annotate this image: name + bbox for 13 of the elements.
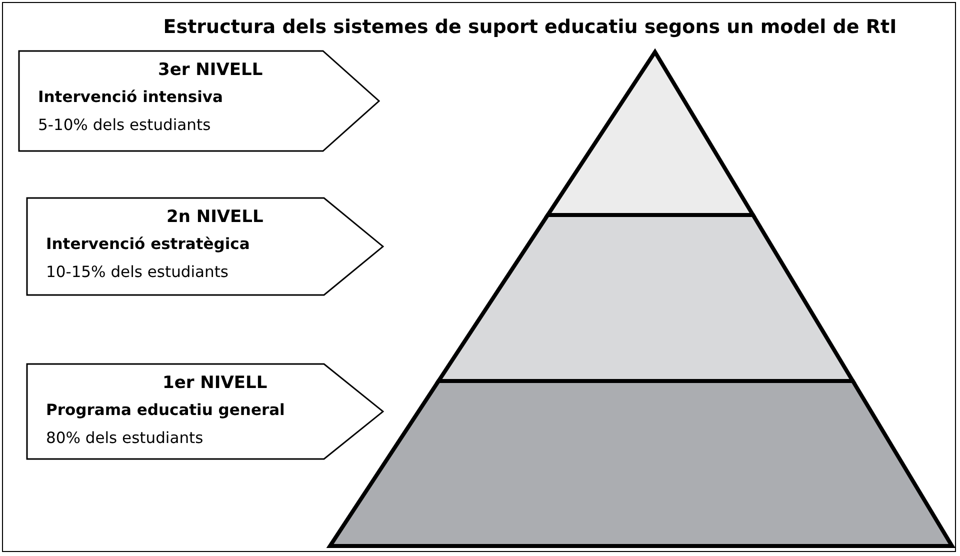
level-percentage: 5-10% dels estudiants (38, 116, 211, 134)
level-name: Programa educatiu general (46, 401, 285, 419)
pentagon-arrow-box (18, 50, 380, 152)
pentagon-arrow-box (26, 363, 384, 460)
level-percentage: 80% dels estudiants (46, 429, 204, 447)
level-name: Intervenció estratègica (46, 235, 250, 253)
level-heading: 3er NIVELL (158, 60, 263, 80)
level-heading: 2n NIVELL (166, 207, 264, 227)
pentagon-arrow-box (26, 197, 384, 296)
level-name: Intervenció intensiva (38, 88, 223, 106)
level-percentage: 10-15% dels estudiants (46, 263, 229, 281)
diagram-title: Estructura dels sistemes de suport educatiu segons un model de RtI (162, 16, 898, 38)
level-heading: 1er NIVELL (162, 373, 268, 393)
